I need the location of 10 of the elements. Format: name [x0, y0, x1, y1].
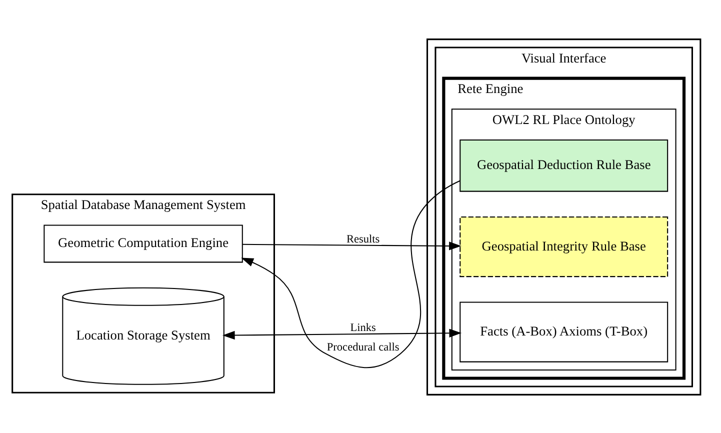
- arrow: [222, 328, 462, 340]
- edge-label: Results: [346, 232, 380, 245]
- edge-label: Links: [350, 321, 376, 334]
- edge-label: Procedural calls: [326, 340, 400, 353]
- node-box: Geospatial Deduction Rule Base: [460, 138, 668, 192]
- node-box: Geometric Computation Engine: [44, 224, 243, 262]
- node-box: Geospatial Integrity Rule Base: [460, 216, 668, 277]
- arrow: [242, 241, 462, 250]
- arrow: [241, 180, 460, 368]
- node-box: Facts (A-Box) Axioms (T-Box): [460, 301, 668, 362]
